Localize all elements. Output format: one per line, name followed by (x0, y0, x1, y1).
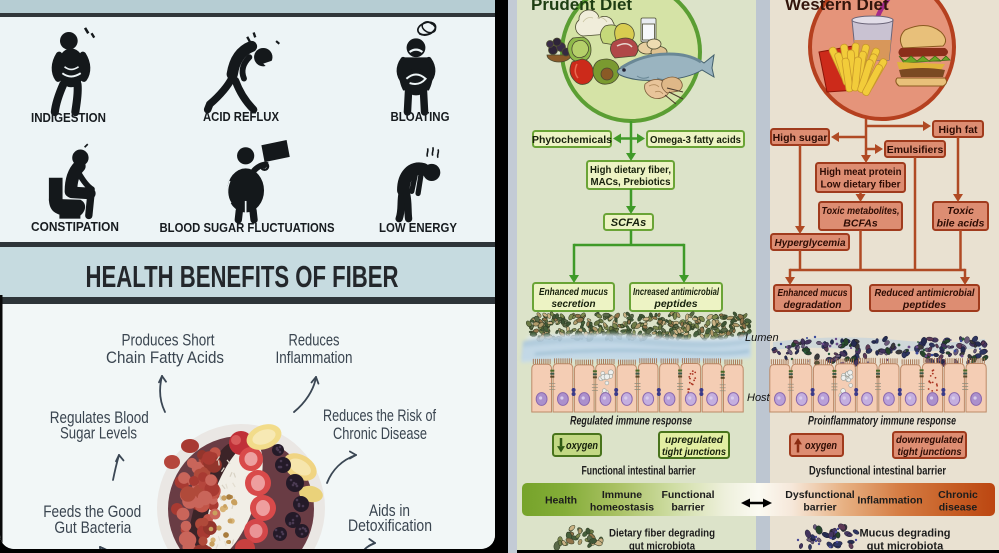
svg-text:Prudent Diet: Prudent Diet (531, 0, 632, 14)
svg-text:secretion: secretion (552, 298, 596, 310)
svg-text:Dietary fiber degrading: Dietary fiber degrading (609, 528, 715, 540)
svg-text:Toxic: Toxic (947, 205, 974, 217)
svg-text:Chronic Disease: Chronic Disease (333, 424, 427, 443)
svg-text:downregulated: downregulated (896, 434, 964, 446)
svg-text:Proinflammatory immune respons: Proinflammatory immune response (808, 416, 956, 428)
svg-text:Mucus degrading: Mucus degrading (859, 528, 950, 540)
svg-text:High meat protein: High meat protein (820, 166, 902, 178)
svg-text:LOW ENERGY: LOW ENERGY (379, 221, 458, 235)
svg-text:SCFAs: SCFAs (611, 217, 646, 229)
svg-text:peptides: peptides (653, 298, 697, 310)
svg-text:Chain Fatty Acids: Chain Fatty Acids (106, 348, 224, 367)
svg-text:Sugar Levels: Sugar Levels (60, 424, 137, 443)
svg-text:Chronic: Chronic (938, 489, 978, 501)
svg-text:Inflammation: Inflammation (276, 348, 353, 367)
svg-text:degradation: degradation (784, 299, 842, 311)
svg-text:Toxic metabolites,: Toxic metabolites, (822, 205, 900, 217)
svg-text:ACID REFLUX: ACID REFLUX (203, 110, 280, 124)
svg-text:Regulated immune response: Regulated immune response (570, 416, 692, 428)
svg-text:Increased antimicrobial: Increased antimicrobial (633, 286, 720, 298)
svg-text:Detoxification: Detoxification (348, 516, 432, 535)
svg-text:tight junctions: tight junctions (662, 446, 726, 458)
svg-text:Produces Short: Produces Short (122, 331, 215, 350)
svg-text:bile acids: bile acids (937, 218, 985, 230)
svg-text:Enhanced mucus: Enhanced mucus (539, 286, 608, 298)
svg-text:oxygen: oxygen (805, 440, 837, 452)
svg-text:HEALTH BENEFITS OF FIBER: HEALTH BENEFITS OF FIBER (86, 259, 399, 294)
svg-text:Immune: Immune (602, 489, 642, 501)
svg-text:gut microbiota: gut microbiota (867, 541, 944, 553)
svg-text:Omega-3 fatty acids: Omega-3 fatty acids (650, 134, 741, 146)
svg-text:Reduced antimicrobial: Reduced antimicrobial (875, 287, 976, 299)
svg-text:tight junctions: tight junctions (898, 446, 962, 458)
svg-text:barrier: barrier (803, 502, 836, 514)
svg-text:Emulsifiers: Emulsifiers (887, 144, 944, 156)
svg-text:Gut Bacteria: Gut Bacteria (54, 518, 131, 537)
svg-text:High fat: High fat (938, 124, 978, 136)
svg-text:homeostasis: homeostasis (590, 502, 654, 514)
svg-text:Health: Health (545, 495, 577, 507)
svg-text:Dysfunctional intestinal barri: Dysfunctional intestinal barrier (809, 466, 946, 478)
svg-text:upregulated: upregulated (665, 434, 724, 446)
svg-text:Low dietary fiber: Low dietary fiber (821, 179, 901, 191)
svg-text:Aids in: Aids in (369, 501, 410, 520)
svg-text:Reduces the Risk of: Reduces the Risk of (323, 406, 436, 425)
svg-text:Enhanced mucus: Enhanced mucus (778, 287, 848, 299)
svg-text:MACs, Prebiotics: MACs, Prebiotics (591, 176, 671, 188)
svg-text:Dysfunctional: Dysfunctional (785, 489, 855, 501)
svg-text:peptides: peptides (902, 299, 946, 311)
svg-text:Western Diet: Western Diet (785, 0, 889, 14)
svg-text:gut microbiota: gut microbiota (629, 541, 696, 553)
svg-text:barrier: barrier (671, 502, 704, 514)
svg-text:Feeds the Good: Feeds the Good (43, 502, 141, 521)
svg-text:Functional intestinal barrier: Functional intestinal barrier (582, 466, 696, 478)
svg-text:Host: Host (747, 392, 771, 404)
svg-text:CONSTIPATION: CONSTIPATION (31, 220, 119, 234)
svg-text:Inflammation: Inflammation (857, 495, 922, 507)
svg-text:BLOOD SUGAR FLUCTUATIONS: BLOOD SUGAR FLUCTUATIONS (160, 221, 335, 235)
svg-text:Reduces: Reduces (289, 331, 340, 350)
svg-text:Lumen: Lumen (745, 332, 779, 344)
svg-text:Functional: Functional (661, 489, 714, 501)
svg-text:disease: disease (939, 502, 978, 514)
svg-text:High sugar: High sugar (773, 132, 828, 144)
svg-text:BLOATING: BLOATING (391, 110, 450, 124)
svg-text:INDIGESTION: INDIGESTION (31, 111, 106, 125)
svg-text:High dietary fiber,: High dietary fiber, (590, 164, 671, 176)
svg-text:Regulates Blood: Regulates Blood (50, 408, 149, 427)
svg-text:BCFAs: BCFAs (843, 218, 878, 230)
svg-text:oxygen: oxygen (566, 440, 598, 452)
svg-text:Hyperglycemia: Hyperglycemia (775, 237, 846, 249)
svg-text:Phytochemicals: Phytochemicals (532, 134, 612, 146)
